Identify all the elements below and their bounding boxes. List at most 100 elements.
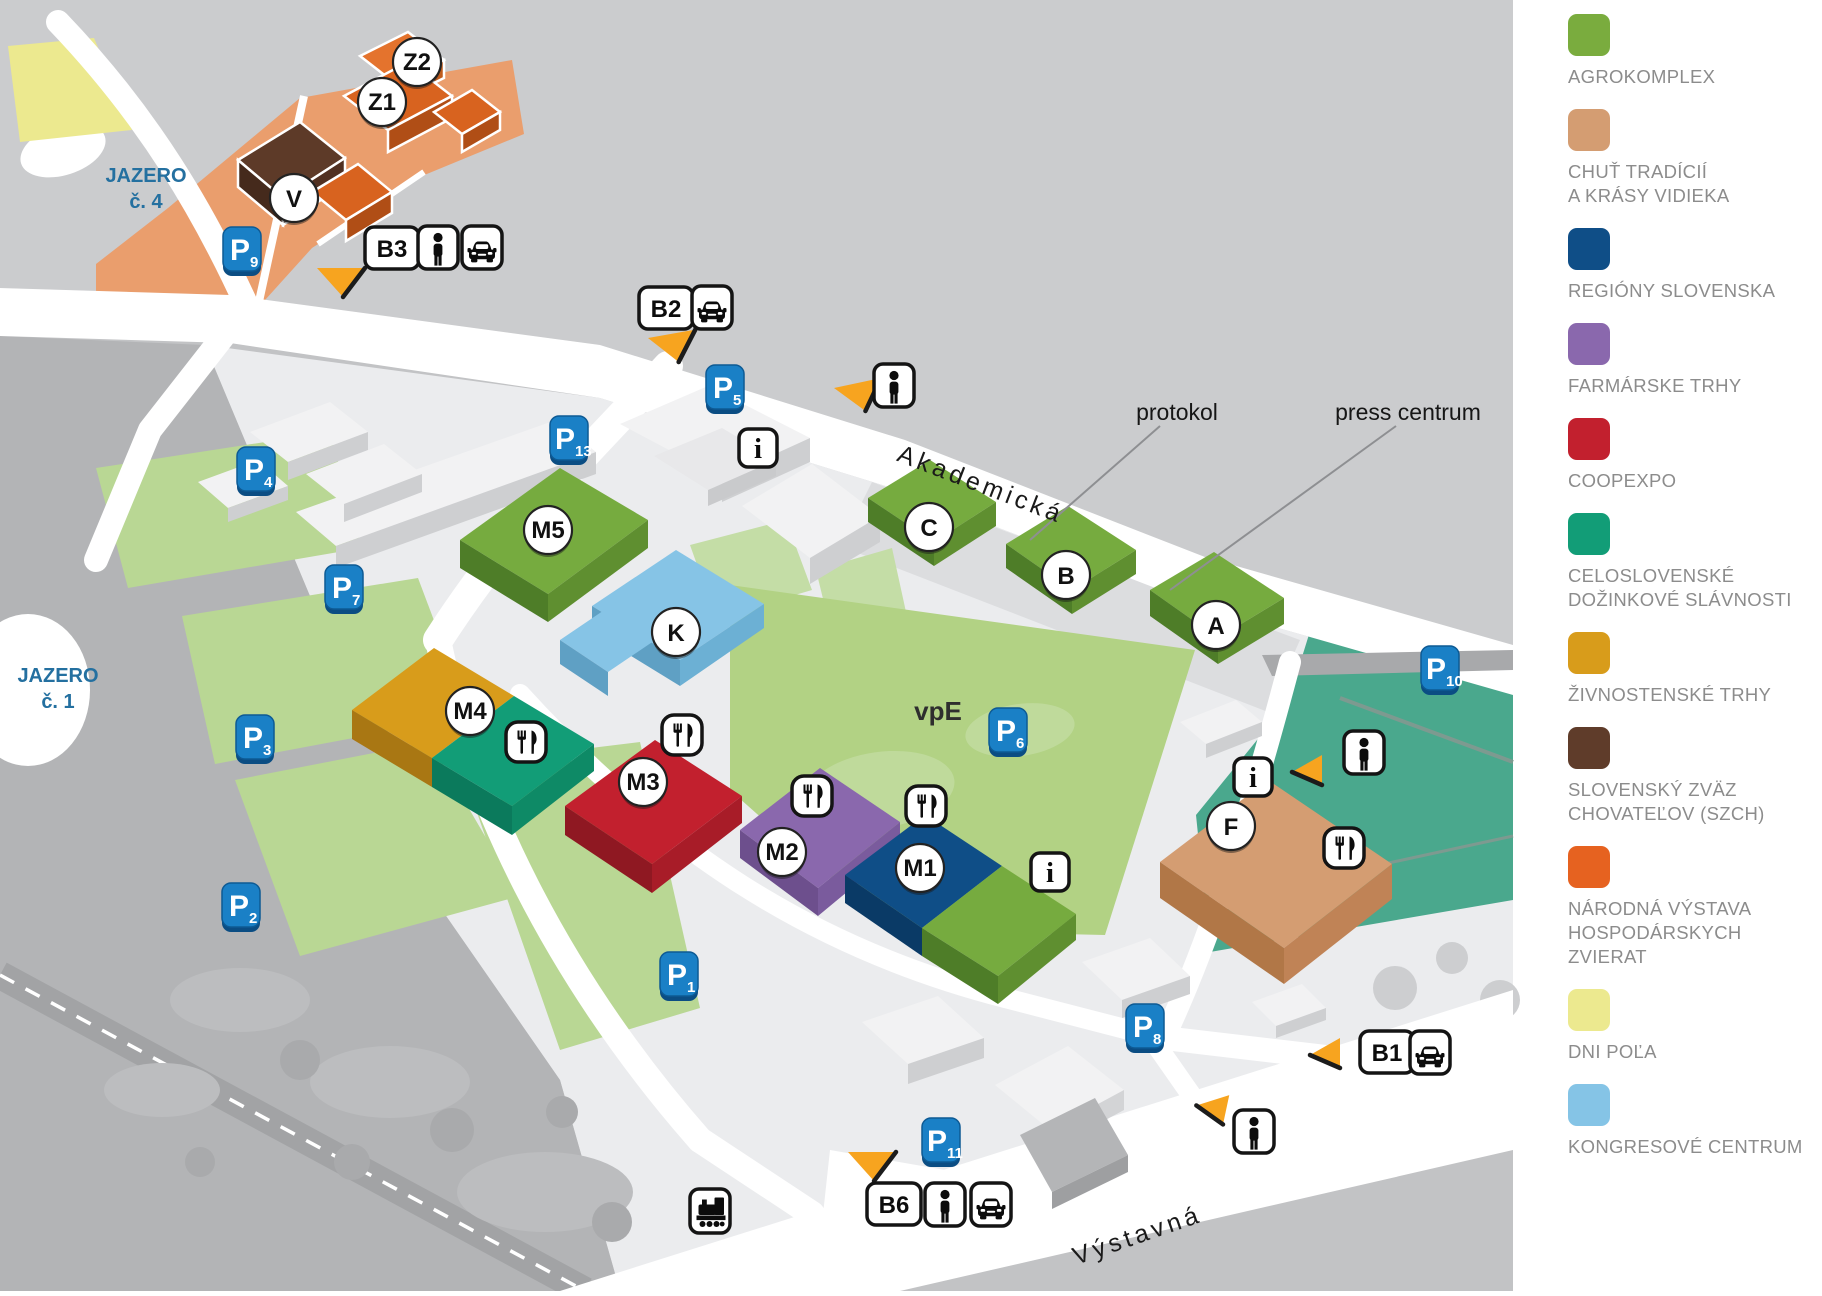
protokol-label: protokol [1136,399,1218,425]
svg-text:JAZERO: JAZERO [17,665,98,687]
legend-item-farmarske-trhy: FARMÁRSKE TRHY [1568,323,1818,398]
parking-signs: P1 P2 P3 P4 P5 P6 P7 P8 P9 P10 P11 P13 [221,226,1463,1167]
svg-text:M5: M5 [531,517,564,544]
svg-text:P7: P7 [332,572,360,609]
svg-text:P5: P5 [713,372,741,409]
svg-text:M1: M1 [903,855,936,882]
svg-text:C: C [920,515,937,542]
svg-text:Z2: Z2 [403,49,431,76]
bus-stop-B3[interactable]: B3 [363,225,421,271]
legend-swatch [1568,513,1610,555]
svg-text:M2: M2 [765,839,798,866]
building-label-K[interactable]: K [650,606,702,659]
parking-P1[interactable]: P1 [659,951,699,1001]
building-label-V[interactable]: V [268,172,320,225]
legend: AGROKOMPLEX CHUŤ TRADÍCIÍ A KRÁSY VIDIEK… [1568,14,1818,1179]
svg-text:P4: P4 [244,454,273,491]
svg-text:B1: B1 [1372,1040,1403,1067]
hall-M1[interactable] [845,815,1076,1004]
building-label-M1[interactable]: M1 [894,842,946,895]
svg-text:B6: B6 [879,1192,910,1219]
building-label-M2[interactable]: M2 [756,826,808,879]
svg-text:P13: P13 [555,423,592,460]
parking-P9[interactable]: P9 [222,226,262,276]
legend-swatch [1568,989,1610,1031]
parking-P2[interactable]: P2 [221,882,261,932]
legend-swatch [1568,228,1610,270]
parking-P11[interactable]: P11 [921,1117,963,1167]
hall-A[interactable] [1150,552,1284,664]
building-label-M3[interactable]: M3 [617,756,669,809]
building-label-Z1[interactable]: Z1 [356,76,408,129]
svg-text:Z1: Z1 [368,89,396,116]
legend-swatch [1568,418,1610,460]
svg-text:P3: P3 [243,722,271,759]
legend-item-chut-tradicii: CHUŤ TRADÍCIÍ A KRÁSY VIDIEKA [1568,109,1818,208]
svg-text:JAZERO: JAZERO [105,165,186,187]
parking-P4[interactable]: P4 [236,446,276,496]
parking-P8[interactable]: P8 [1125,1003,1165,1053]
svg-text:V: V [286,186,302,213]
building-label-F[interactable]: F [1205,800,1257,853]
park-and-rail [0,942,1520,1296]
legend-swatch [1568,846,1610,888]
lake-1-label: JAZERO č. 1 [17,665,98,713]
legend-swatch [1568,109,1610,151]
svg-text:P11: P11 [927,1125,963,1162]
svg-text:P8: P8 [1133,1011,1161,1048]
info-icon[interactable] [1029,851,1071,893]
svg-text:K: K [667,620,685,647]
bus-stop-B1[interactable]: B1 [1358,1029,1416,1075]
legend-item-agrokomplex: AGROKOMPLEX [1568,14,1818,89]
person-icon [1342,729,1386,776]
bus-stop-B2[interactable]: B2 [637,285,695,331]
parking-P10[interactable]: P10 [1420,645,1463,695]
parking-P7[interactable]: P7 [324,564,364,614]
building-labels: A B C K F V M1 M2 M3 M4 M5 Z1 Z2 [268,36,1257,895]
info-icon[interactable] [737,427,779,469]
legend-item-regiony-slovenska: REGIÓNY SLOVENSKA [1568,228,1818,303]
svg-text:A: A [1207,613,1224,640]
building-label-M5[interactable]: M5 [522,504,574,557]
legend-item-vystava-zvierat: NÁRODNÁ VÝSTAVA HOSPODÁRSKYCH ZVIERAT [1568,846,1818,969]
parking-P6[interactable]: P6 [988,707,1028,757]
parking-P5[interactable]: P5 [705,364,745,414]
svg-text:B2: B2 [651,296,682,323]
building-label-C[interactable]: C [903,501,955,554]
lake-4-label: JAZERO č. 4 [105,165,186,213]
vpe-label: vpE [914,696,962,726]
fork-knife-icon [1322,826,1366,870]
svg-text:B3: B3 [377,236,408,263]
legend-swatch [1568,323,1610,365]
car-icon [690,284,734,331]
press-centrum-label: press centrum [1335,399,1481,425]
svg-text:F: F [1224,814,1239,841]
site-map: i [0,0,1562,1296]
car-icon [1408,1029,1452,1076]
fork-knife-icon [660,713,704,757]
building-label-A[interactable]: A [1190,599,1242,652]
svg-text:P10: P10 [1426,653,1463,690]
parking-P3[interactable]: P3 [235,714,275,764]
legend-swatch [1568,1084,1610,1126]
bus-stop-B6[interactable]: B6 [865,1181,923,1227]
building-label-B[interactable]: B [1040,549,1092,602]
car-icon [460,224,504,271]
parking-P13[interactable]: P13 [549,415,592,465]
person-icon [923,1181,967,1228]
svg-text:P1: P1 [667,959,695,996]
building-label-Z2[interactable]: Z2 [391,36,443,89]
person-icon [1232,1108,1276,1155]
legend-item-coopexpo: COOPEXPO [1568,418,1818,493]
legend-item-kongresove-centrum: KONGRESOVÉ CENTRUM [1568,1084,1818,1159]
legend-item-dni-pola: DNI POĽA [1568,989,1818,1064]
hall-K[interactable] [560,550,764,696]
halls [235,30,1392,1004]
building-label-M4[interactable]: M4 [444,685,496,738]
svg-text:č. 4: č. 4 [129,191,163,213]
info-icon[interactable] [1232,756,1274,798]
legend-swatch [1568,727,1610,769]
legend-swatch [1568,14,1610,56]
car-icon [969,1181,1013,1228]
legend-item-zivnostenske-trhy: ŽIVNOSTENSKÉ TRHY [1568,632,1818,707]
